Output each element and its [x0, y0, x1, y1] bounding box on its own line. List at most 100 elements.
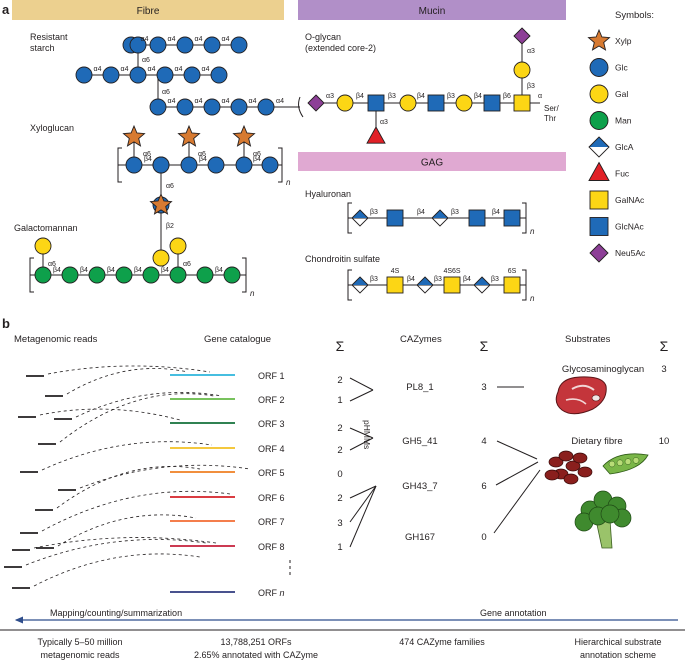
linkage-label: β4	[107, 267, 115, 274]
sulfate-label: 4S	[391, 268, 400, 275]
bond-line	[349, 485, 377, 548]
glca-top-half	[352, 210, 368, 218]
linkage-label: β4	[215, 267, 223, 274]
linkage-label: α6	[162, 89, 170, 96]
monosaccharide-circle	[210, 66, 228, 84]
linkage-label: β3	[370, 209, 378, 216]
glca-half-diamond	[351, 276, 369, 294]
panel-b-label: b	[2, 316, 10, 331]
meat-fat	[571, 384, 595, 391]
glca-top-half	[352, 277, 368, 285]
glca-half-diamond	[351, 209, 369, 227]
repeat-n: n	[530, 227, 535, 236]
bean	[558, 450, 574, 462]
read-mapping-dashed	[47, 365, 211, 375]
orf-label: ORF 4	[258, 444, 285, 454]
gag-header-title: GAG	[421, 158, 443, 169]
legend-label: GlcNAc	[615, 222, 645, 232]
substrate-name: Dietary fibre	[571, 436, 622, 447]
monosaccharide-square	[427, 94, 445, 112]
legend-label: Fuc	[615, 169, 630, 179]
linkage-label: α4	[148, 66, 156, 73]
ser-thr-label-2: Thr	[544, 114, 556, 123]
linkage-label: α4	[222, 36, 230, 43]
legend-label: Xylp	[615, 36, 632, 46]
monosaccharide-circle	[183, 66, 201, 84]
repeat-bracket-right	[522, 202, 527, 234]
read-mapping-dashed	[66, 368, 189, 395]
linkage-label: α4	[168, 98, 176, 105]
linkage-label: β4	[463, 276, 471, 283]
monosaccharide-circle	[152, 156, 170, 174]
fucose-triangle	[366, 126, 386, 144]
read-mapping-dashed	[57, 514, 197, 547]
linkage-label: α4	[276, 98, 284, 105]
oglycan-label-2: (extended core-2)	[305, 43, 376, 53]
linkage-label: α6	[143, 151, 151, 158]
substrate-count: 3	[661, 364, 666, 375]
bond-line	[496, 440, 538, 460]
legend-label: GalNAc	[615, 195, 645, 205]
linkage-label: α4	[94, 66, 102, 73]
linkage-label: α6	[198, 151, 206, 158]
footer-line: Typically 5–50 million	[37, 637, 122, 647]
bean	[563, 473, 579, 485]
glca-outline	[431, 209, 449, 227]
monosaccharide-circle	[261, 156, 279, 174]
xylose-star	[149, 192, 173, 215]
phmm-count: 0	[337, 469, 342, 480]
glycan-residues	[34, 27, 649, 549]
pea-pod-icon	[602, 453, 649, 475]
cazymes-header: CAZymes	[400, 334, 442, 345]
linkage-label: β3	[451, 209, 459, 216]
phmm-count: 2	[337, 445, 342, 456]
substrates-header: Substrates	[565, 334, 611, 345]
monosaccharide-circle	[223, 266, 241, 284]
phmm-count: 2	[337, 375, 342, 386]
legend-label: Man	[615, 116, 632, 126]
galactomannan-label: Galactomannan	[14, 223, 78, 233]
linkage-label: β4	[134, 267, 142, 274]
read-mapping-dashed	[33, 537, 217, 549]
glca-top-half	[432, 210, 448, 218]
linkage-label: β4	[161, 267, 169, 274]
ser-thr-label: Ser/	[544, 104, 559, 113]
glca-outline	[473, 276, 491, 294]
bean	[565, 460, 581, 472]
monosaccharide-circle	[169, 266, 187, 284]
substrate-count: 10	[659, 436, 670, 447]
blue-circle-icon	[589, 58, 609, 77]
meat-bone	[591, 394, 601, 402]
read-mapping-dashed	[59, 393, 215, 443]
oglycan-label: O-glycan	[305, 32, 341, 42]
read-mapping-dashed	[33, 553, 201, 587]
bond-line	[493, 469, 541, 534]
linkage-label: α6	[253, 151, 261, 158]
bond-line	[349, 485, 377, 499]
monosaccharide-circle	[513, 61, 531, 79]
footer-line: 474 CAZyme families	[399, 637, 485, 647]
monosaccharide-square	[483, 94, 501, 112]
glycan-bond-lines	[0, 36, 685, 631]
legend-label: Neu5Ac	[615, 248, 646, 258]
glca-half-diamond	[416, 276, 434, 294]
linkage-label: β4	[80, 267, 88, 274]
footer-line-2: metagenomic reads	[40, 650, 120, 660]
fibre-header-title: Fibre	[137, 6, 160, 17]
orf-label: ORF 6	[258, 493, 285, 503]
fibre-header-band	[12, 0, 284, 20]
repeat-bracket-left	[117, 147, 122, 183]
monosaccharide-circle	[230, 98, 248, 116]
linkage-label: α4	[168, 36, 176, 43]
monosaccharide-circle	[115, 266, 133, 284]
cazyme-count: 6	[481, 481, 486, 492]
linkage-label: α3	[326, 93, 334, 100]
neu5ac-diamond	[513, 27, 531, 45]
cazyme-family: GH5_41	[402, 436, 437, 447]
gag-header-band	[298, 152, 566, 171]
monosaccharide-square	[513, 94, 531, 112]
linkage-label: α4	[222, 98, 230, 105]
repeat-n: n	[530, 294, 535, 303]
broccoli-floret	[600, 504, 620, 524]
